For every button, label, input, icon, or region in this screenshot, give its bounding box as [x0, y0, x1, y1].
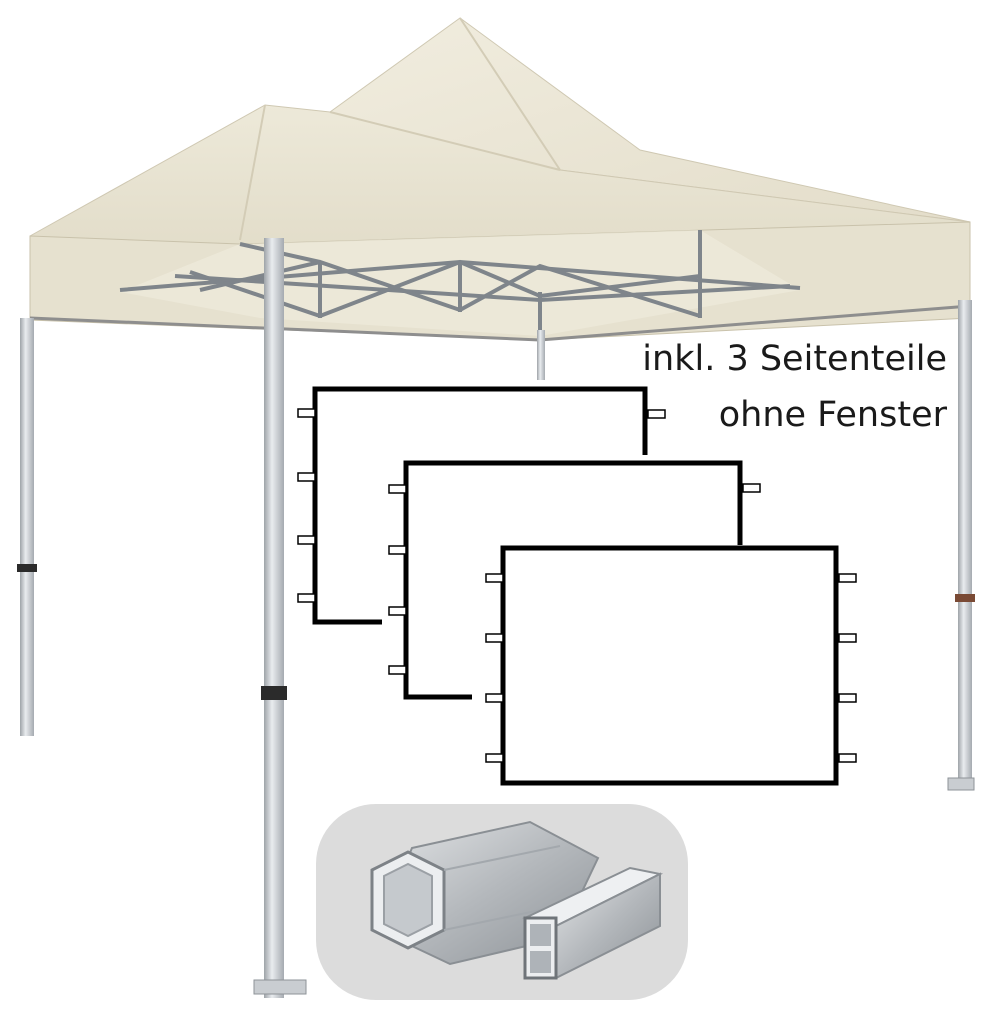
side-panel-caption-line1: inkl. 3 Seitenteile: [642, 339, 947, 379]
back-left-pole: [20, 318, 34, 736]
foot-plate: [253, 979, 307, 995]
pole-clamp: [261, 686, 287, 700]
gazebo-tent: [17, 17, 975, 998]
front-left-pole: [264, 238, 284, 998]
side-panel-icon: [485, 545, 857, 786]
square-profile-icon: [522, 866, 664, 980]
truss-frame: [119, 230, 801, 340]
side-panel-group: [297, 386, 857, 786]
profile-detail-box: [316, 804, 688, 1000]
right-pole: [958, 300, 972, 784]
side-panel-caption-line2: ohne Fenster: [718, 395, 947, 435]
